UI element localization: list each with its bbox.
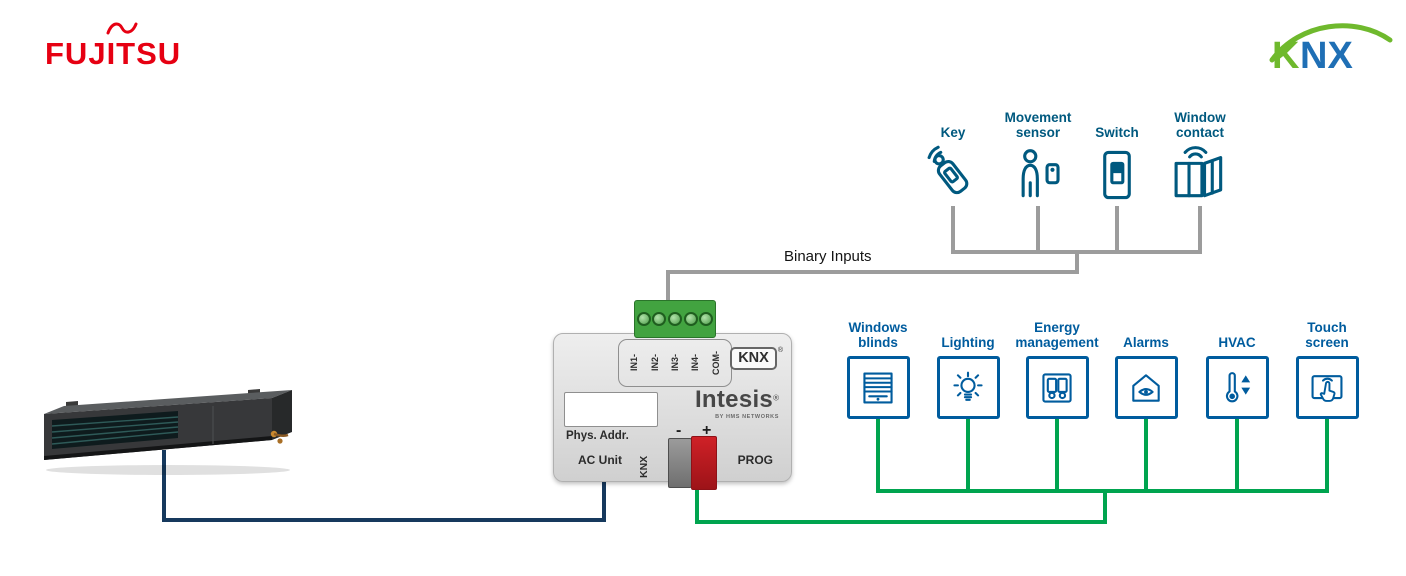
label-line: Window <box>1174 110 1226 125</box>
output-label-hvac: HVAC <box>1218 320 1255 350</box>
output-label-touch-screen: Touch screen <box>1305 320 1349 350</box>
plus-sign: + <box>702 422 712 439</box>
intesis-tagline: BY HMS NETWORKS <box>715 414 779 420</box>
touch-screen-icon <box>1311 374 1343 402</box>
registered-mark: ® <box>777 347 783 354</box>
intesis-wordmark: Intesis <box>694 386 774 413</box>
output-device-lighting: Lighting <box>918 320 1018 419</box>
knx-certification-badge: KNX ® <box>730 347 783 370</box>
switch-icon <box>1103 150 1131 200</box>
label-line: management <box>1015 335 1099 351</box>
label-line: screen <box>1305 335 1349 351</box>
label-line: Windows <box>848 320 908 335</box>
label-line: Switch <box>1095 124 1139 140</box>
output-device-alarms: Alarms <box>1096 320 1196 419</box>
label-line: blinds <box>858 335 898 351</box>
binary-inputs-wire <box>666 206 1202 300</box>
hvac-box <box>1205 356 1269 419</box>
label-line: Touch <box>1307 320 1347 335</box>
input-device-key: Key <box>905 110 1001 206</box>
knx-port-label: KNX <box>638 455 650 478</box>
knx-logo: K NX <box>1266 14 1396 81</box>
input-device-window-contact: Window contact <box>1152 110 1248 206</box>
knx-letter-k: K <box>1272 35 1300 76</box>
input-device-movement-sensor: Movement sensor <box>990 110 1086 206</box>
terminal-labels: IN1- IN2- IN3- IN4- COM- <box>618 339 732 387</box>
phys-addr-label: Phys. Addr. <box>566 430 629 442</box>
alarms-box <box>1114 356 1178 419</box>
touch-screen-box <box>1295 356 1359 420</box>
label-line: contact <box>1175 125 1224 141</box>
knx-letters-nx: NX <box>1300 35 1353 76</box>
knx-badge-text: KNX <box>730 347 777 370</box>
output-device-windows-blinds: Windows blinds <box>828 320 928 420</box>
binary-input-terminal-block <box>634 300 716 338</box>
thermometer-icon <box>1225 371 1251 402</box>
output-label-alarms: Alarms <box>1123 320 1169 350</box>
screw-terminal <box>652 312 667 326</box>
input-label-switch: Switch <box>1095 110 1139 140</box>
screw-terminal <box>667 312 682 326</box>
ac-unit-port-label: AC Unit <box>578 453 622 467</box>
screw-terminal <box>636 312 651 326</box>
label-line: Lighting <box>941 334 995 350</box>
intesis-gateway: IN1- IN2- IN3- IN4- COM- KNX ® Intesis® … <box>553 300 792 490</box>
phys-addr-display <box>564 392 658 427</box>
input-device-switch: Switch <box>1069 110 1165 206</box>
knx-connector-gray <box>668 438 692 488</box>
label-line: HVAC <box>1218 334 1256 350</box>
movement-sensor-icon <box>1021 149 1060 198</box>
output-label-energy-management: Energy management <box>1015 320 1098 350</box>
ac-unit-wire <box>162 450 606 522</box>
terminal-label-com: COM- <box>710 351 721 375</box>
label-line: Alarms <box>1123 334 1169 350</box>
light-bulb-icon <box>953 371 983 401</box>
ac-unit-image <box>44 389 292 475</box>
screw-terminal <box>683 312 698 326</box>
output-device-hvac: HVAC <box>1187 320 1287 419</box>
terminal-label-in1: IN1- <box>629 354 640 372</box>
lighting-box <box>936 356 1000 419</box>
input-label-window-contact: Window contact <box>1174 110 1226 140</box>
ac-indoor-unit <box>28 378 313 483</box>
screw-terminal <box>699 312 714 326</box>
label-line: sensor <box>1015 125 1061 141</box>
blinds-icon <box>863 372 893 404</box>
prog-port-label: PROG <box>737 453 773 467</box>
energy-meters-icon <box>1042 373 1072 403</box>
label-line: Key <box>940 124 966 140</box>
registered-mark: ® <box>773 393 779 403</box>
window-contact-icon <box>1174 146 1223 198</box>
terminal-label-in3: IN3- <box>669 354 680 372</box>
key-remote-icon <box>927 145 969 195</box>
output-device-energy-management: Energy management <box>1007 320 1107 420</box>
output-label-windows-blinds: Windows blinds <box>848 320 907 350</box>
output-label-lighting: Lighting <box>941 320 994 350</box>
fujitsu-wordmark: FUJITSU <box>45 36 182 71</box>
windows-blinds-box <box>846 356 910 420</box>
label-line: Energy <box>1034 320 1080 335</box>
terminal-label-in2: IN2- <box>649 354 660 372</box>
knx-bus-wire <box>695 418 1329 524</box>
knx-connector-red <box>691 436 717 490</box>
intesis-logo: Intesis® BY HMS NETWORKS <box>695 386 779 420</box>
binary-inputs-label: Binary Inputs <box>784 248 872 265</box>
knx-logo-icon: K NX <box>1269 23 1393 77</box>
house-eye-icon <box>1132 373 1160 402</box>
fujitsu-symbol-icon <box>106 22 138 35</box>
minus-sign: - <box>676 422 682 439</box>
output-device-touch-screen: Touch screen <box>1277 320 1377 420</box>
input-label-movement-sensor: Movement sensor <box>1005 110 1072 140</box>
energy-management-box <box>1025 356 1089 420</box>
input-label-key: Key <box>941 110 966 140</box>
terminal-label-in4: IN4- <box>690 354 701 372</box>
label-line: Movement <box>1004 110 1072 125</box>
fujitsu-logo: FUJITSU <box>45 22 182 72</box>
